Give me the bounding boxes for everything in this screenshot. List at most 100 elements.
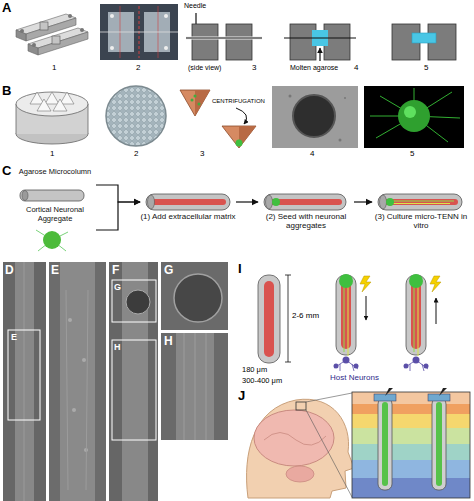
- mold-3d: [20, 29, 24, 33]
- micro-tenn-schematic: [414, 284, 415, 352]
- head-illustration: [286, 466, 314, 482]
- fluorescence-image: [370, 88, 460, 142]
- panel-letter: A: [2, 1, 11, 15]
- micro-tenn-step-1: [146, 194, 230, 210]
- node-text: Agarose Microcolumn: [14, 168, 96, 177]
- mold-3d: [68, 14, 72, 18]
- micro-tenn-schematic: [343, 357, 350, 364]
- panel-letter: G: [164, 264, 173, 277]
- cortex-inset: [382, 402, 388, 486]
- sem-image: [72, 408, 76, 412]
- view-note: (side view): [188, 64, 221, 72]
- sem-image: [60, 262, 95, 501]
- aggregate-micrograph: [293, 95, 335, 137]
- micro-tenn-step-2: [264, 194, 346, 210]
- cortex-inset: [374, 394, 396, 401]
- micro-tenn-schematic: [258, 274, 441, 371]
- cortex-inset: [428, 394, 450, 401]
- head-illustration: [306, 410, 352, 497]
- cortex-inset: [352, 388, 470, 498]
- sem-image: [15, 262, 34, 501]
- node-text: (1) Add extracellular matrix: [140, 212, 236, 221]
- mold-photo: [100, 32, 178, 33]
- mold-photo: [110, 46, 114, 50]
- mold-side-view: [186, 13, 262, 60]
- pyramid-mold: [88, 104, 89, 134]
- micro-tenn-step-3: [386, 198, 394, 206]
- micro-tenn-step-2: [272, 198, 280, 206]
- mold-cast: [392, 24, 456, 60]
- mold-photo: [110, 14, 114, 18]
- cortex-inset: [352, 478, 470, 498]
- mold-3d: [32, 43, 36, 47]
- sub-number: 4: [354, 64, 358, 73]
- aggregate-micrograph: [289, 95, 292, 98]
- microcolumn-tube: [20, 190, 84, 201]
- sub-number: 4: [310, 150, 314, 159]
- flow-arrow: [96, 202, 140, 230]
- cortex-inset: [352, 392, 470, 404]
- micro-tenn-step-1: [152, 199, 226, 205]
- micro-tenn-schematic: [264, 281, 274, 357]
- host-label: Host Neurons: [330, 374, 379, 383]
- centrifugation-sketch: [236, 140, 243, 147]
- microcolumn-label: Agarose Microcolumn: [14, 168, 96, 202]
- micro-tenn-step-2: [266, 195, 273, 209]
- centrifugation-sketch: [194, 95, 197, 98]
- mold-photo: [100, 4, 178, 60]
- panel-letter: J: [238, 389, 245, 403]
- pyramid-mold: [45, 92, 59, 104]
- mold-side-view: [186, 37, 262, 40]
- head-illustration: [254, 410, 334, 466]
- aggregate-label: Cortical Neuronal Aggregate: [14, 206, 96, 254]
- pyramid-mold: [37, 99, 51, 111]
- mold-photo: [100, 4, 178, 60]
- micro-tenn-schematic: [341, 281, 351, 349]
- mold-3d: [16, 14, 88, 55]
- sem-image: [82, 358, 86, 362]
- micro-tenn-schematic: [413, 357, 420, 364]
- micro-tenn-schematic: [436, 298, 437, 324]
- head-illustration: [306, 393, 352, 402]
- head-illustration: [247, 393, 354, 498]
- cortex-inset: [385, 388, 393, 396]
- mold-photo: [164, 46, 168, 50]
- mold-3d: [28, 44, 38, 55]
- sem-image: [195, 333, 196, 440]
- mold-cast: [412, 33, 436, 43]
- mold-side-view: [186, 37, 262, 38]
- pyramid-mold: [16, 92, 88, 116]
- sem-image: [3, 262, 46, 501]
- aggregate-micrograph: [272, 86, 358, 148]
- sem-image: [66, 290, 68, 490]
- dimension-label: 180 μm: [242, 366, 267, 374]
- dimension-label: 300-400 μm: [242, 377, 282, 385]
- micro-tenn-step-3: [390, 201, 454, 202]
- pyramid-mold: [16, 92, 88, 144]
- step-box: (2) Seed with neuronal aggregates: [258, 190, 354, 254]
- pyramid-mold: [53, 99, 67, 111]
- inset-letter: E: [11, 333, 17, 343]
- node-text: Cortical Neuronal Aggregate: [14, 206, 96, 223]
- flow-arrow: [96, 185, 140, 202]
- micro-tenn-step-3: [390, 203, 450, 204]
- panel-letter: F: [112, 264, 119, 277]
- cortex-inset: [352, 444, 470, 460]
- cortex-inset: [352, 404, 470, 414]
- mold-side-view: [226, 24, 252, 60]
- cortex-inset: [378, 398, 392, 490]
- sem-image: [3, 262, 228, 501]
- node-text: (3) Culture micro-TENN in vitro: [372, 212, 470, 230]
- micro-tenn-schematic: [366, 296, 367, 320]
- micro-tenn-step-3: [384, 199, 458, 205]
- mold-agarose-fill: [319, 48, 320, 61]
- sub-number: 2: [134, 150, 138, 159]
- microcolumn-tube: [20, 190, 84, 201]
- head-illustration: [247, 399, 354, 498]
- micro-tenn-schematic: [340, 364, 341, 371]
- sem-image: [24, 262, 25, 501]
- panel-letter: H: [164, 335, 173, 348]
- mold-3d: [38, 32, 88, 55]
- cortex-inset: [352, 414, 470, 428]
